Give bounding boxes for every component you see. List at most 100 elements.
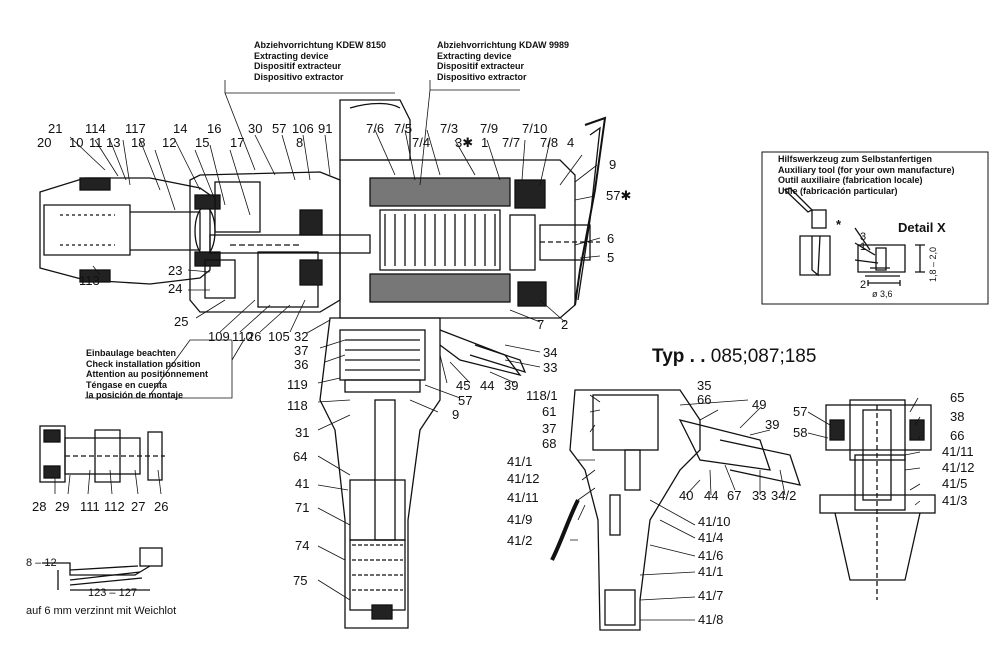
label-64: 64 [293, 449, 307, 464]
label-7-9: 7/9 [480, 121, 498, 136]
type-prefix: Typ . . [652, 346, 706, 367]
wire-caption: auf 6 mm verzinnt mit Weichlot [26, 605, 176, 617]
label-68: 68 [542, 436, 556, 451]
label-37b: 37 [542, 421, 556, 436]
handle-variant-b [819, 399, 936, 600]
label-118: 118 [287, 398, 308, 413]
label-112: 112 [104, 499, 125, 514]
note-kdaw-line: Abziehvorrichtung KDAW 9989 [437, 40, 570, 50]
label-23: 23 [168, 263, 182, 278]
label-57b: 57 [458, 393, 472, 408]
label-110: 110 [232, 329, 253, 344]
label-41-5: 41/5 [942, 476, 967, 491]
label-49: 49 [752, 397, 766, 412]
note-install-line: la posición de montaje [86, 390, 184, 400]
label-28: 28 [32, 499, 46, 514]
label-41-6: 41/6 [698, 548, 723, 563]
motor-assembly [339, 99, 607, 319]
wire-labels: 8 – 12 123 – 127 auf 6 mm verzinnt mit W… [26, 557, 176, 617]
label-25: 25 [174, 314, 188, 329]
label-17: 17 [230, 135, 244, 150]
label-33b: 33 [752, 488, 766, 503]
note-install-line: Check installation position [86, 358, 201, 369]
label-14: 14 [173, 121, 187, 136]
label-41-8: 41/8 [698, 612, 723, 627]
label-20: 20 [37, 135, 51, 150]
label-66b: 66 [950, 428, 964, 443]
label-7-6: 7/6 [366, 121, 384, 136]
note-aux-line: Utile (fabricación particular) [778, 185, 898, 196]
label-113: 113 [79, 273, 100, 288]
detail-dim-height: 1,8 – 2,0 [928, 247, 938, 282]
label-26: 26 [247, 329, 261, 344]
label-57-star: 57✱ [606, 188, 631, 203]
label-29: 29 [55, 499, 69, 514]
label-34: 34 [543, 345, 557, 360]
note-kdaw-line: Extracting device [437, 50, 512, 61]
label-58: 58 [793, 425, 807, 440]
spindle-assembly [39, 177, 221, 285]
label-41-11a: 41/11 [507, 490, 539, 505]
label-15: 15 [195, 135, 209, 150]
note-kdaw-line: Dispositivo extractor [437, 71, 527, 82]
label-114: 114 [85, 121, 106, 136]
label-40: 40 [679, 488, 693, 503]
note-kdew-line: Extracting device [254, 50, 329, 61]
label-45: 45 [456, 378, 470, 393]
detail-x-star: * [836, 217, 842, 232]
handle-variant-a [550, 389, 801, 631]
detail-label-1: 1 [860, 241, 866, 253]
label-7-7: 7/7 [502, 135, 520, 150]
label-105: 105 [268, 329, 290, 344]
detail-label-3: 3 [860, 231, 866, 243]
label-41-12a: 41/12 [507, 471, 540, 486]
label-57: 57 [272, 121, 286, 136]
label-71: 71 [295, 500, 309, 515]
label-39b: 39 [765, 417, 779, 432]
gear-housing [189, 171, 371, 313]
leader-lines [54, 80, 921, 621]
label-7-5: 7/5 [394, 121, 412, 136]
note-aux-line: Auxiliary tool (for your own manufacture… [778, 164, 955, 175]
label-10: 10 [69, 135, 83, 150]
label-41-11b: 41/11 [942, 444, 974, 459]
label-24: 24 [168, 281, 182, 296]
label-109: 109 [208, 329, 230, 344]
label-119: 119 [287, 377, 308, 392]
detail-x: Detail X * 3 1 2 ø 3,6 1,8 – 2,0 [836, 217, 946, 299]
label-34-2: 34/2 [771, 488, 796, 503]
note-kdew-line: Dispositivo extractor [254, 71, 344, 82]
label-21: 21 [48, 121, 62, 136]
detail-x-title: Detail X [898, 220, 946, 235]
label-67: 67 [727, 488, 741, 503]
label-2: 2 [561, 317, 568, 332]
label-41-1a: 41/1 [507, 454, 532, 469]
label-41-10: 41/10 [698, 514, 731, 529]
label-6: 6 [607, 231, 614, 246]
label-1: 1 [481, 135, 488, 150]
label-11: 11 [89, 135, 103, 150]
label-26b: 26 [154, 499, 168, 514]
label-33: 33 [543, 360, 557, 375]
note-auxiliary-tool: Hilfswerkzeug zum Selbstanfertigen Auxil… [778, 154, 955, 196]
label-31: 31 [295, 425, 309, 440]
type-models: 085;087;185 [710, 346, 817, 367]
aux-tool-detail [783, 187, 925, 286]
label-41-1b: 41/1 [698, 564, 723, 579]
label-7-10: 7/10 [522, 121, 547, 136]
label-44: 44 [480, 378, 494, 393]
label-32: 32 [294, 329, 308, 344]
label-7-4: 7/4 [412, 135, 430, 150]
label-41-12b: 41/12 [942, 460, 975, 475]
note-install-line: Einbaulage beachten [86, 348, 177, 358]
label-106: 106 [292, 121, 314, 136]
part-labels: 21 114 117 14 16 30 57 106 91 7/6 7/5 7/… [32, 121, 975, 627]
label-35: 35 [697, 378, 711, 393]
label-7-3: 7/3 [440, 121, 458, 136]
label-66: 66 [697, 392, 711, 407]
wire-total-length: 123 – 127 [88, 587, 137, 599]
note-aux-line: Outil auxiliaire (fabrication locale) [778, 175, 923, 185]
label-41: 41 [295, 476, 309, 491]
label-37: 37 [294, 343, 308, 358]
label-38: 38 [950, 409, 964, 424]
